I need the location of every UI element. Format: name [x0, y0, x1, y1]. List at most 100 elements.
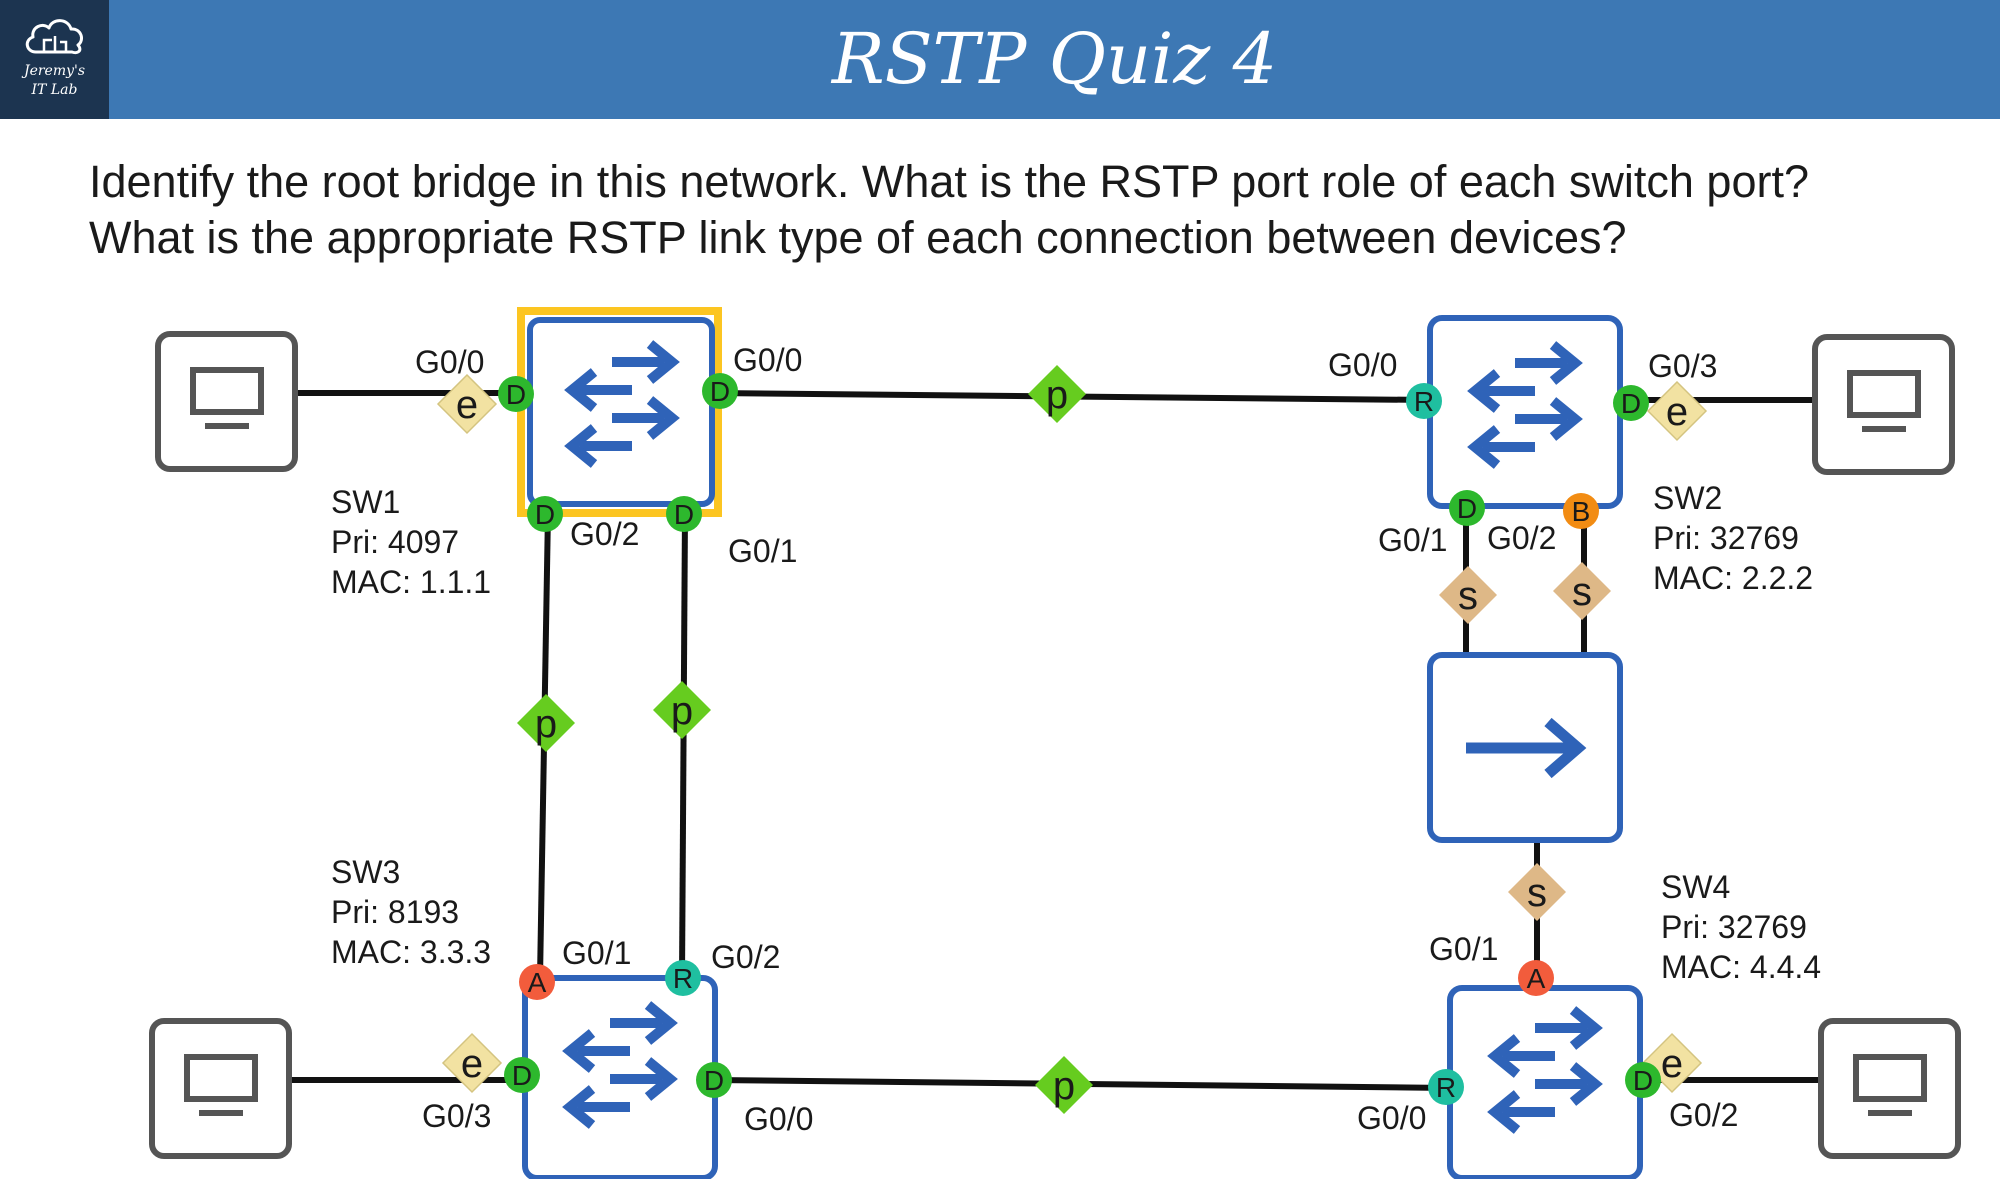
switch-priority: Pri: 32769 — [1653, 520, 1799, 556]
arrow-right-icon — [1466, 717, 1587, 779]
port-role-sw1-g00-left: D — [498, 376, 534, 412]
pc-4 — [1818, 1018, 1961, 1159]
port-label-sw2-g02: G0/2 — [1487, 520, 1556, 556]
port-role-sw2-g00: R — [1406, 383, 1442, 419]
port-role-sw3-g00: D — [696, 1062, 732, 1098]
question-line-2: What is the appropriate RSTP link type o… — [89, 212, 1627, 263]
port-role-label: D — [674, 499, 694, 530]
link-marker-sw1-sw2: p — [1028, 365, 1086, 423]
switch-name: SW1 — [331, 484, 400, 520]
port-role-sw3-g03: D — [504, 1057, 540, 1093]
link-type-label: p — [671, 689, 693, 733]
port-role-label: R — [1436, 1072, 1456, 1103]
link-marker-hub-sw4: s — [1508, 863, 1566, 921]
port-label-sw3-g01: G0/1 — [562, 935, 631, 971]
page-title: RSTP Quiz 4 — [831, 18, 1278, 100]
switch-priority: Pri: 32769 — [1661, 909, 1807, 945]
switch-mac: MAC: 3.3.3 — [331, 934, 491, 970]
link-type-label: e — [461, 1042, 483, 1086]
root-bridge-highlight — [517, 307, 722, 517]
port-role-sw1-g02: D — [527, 496, 563, 532]
sw1-info: SW1 Pri: 4097 MAC: 1.1.1 — [331, 484, 491, 600]
link-type-label: e — [1666, 390, 1688, 434]
port-role-label: B — [1572, 496, 1591, 527]
sw2-switch — [1427, 315, 1623, 509]
port-label-sw1-g00-right: G0/0 — [733, 342, 802, 378]
port-role-sw4-g02: D — [1625, 1062, 1661, 1098]
pc-3 — [149, 1018, 292, 1159]
port-role-label: A — [1527, 963, 1546, 994]
port-role-sw3-g01: A — [519, 964, 555, 1000]
logo-line-2: IT Lab — [31, 82, 78, 98]
switch-mac: MAC: 2.2.2 — [1653, 560, 1813, 596]
logo-line-1: Jeremy's — [23, 63, 86, 79]
switch-name: SW2 — [1653, 480, 1722, 516]
link-type-label: p — [535, 702, 557, 746]
port-label-sw4-g01: G0/1 — [1429, 931, 1498, 967]
port-label-sw2-g03: G0/3 — [1648, 348, 1717, 384]
link-marker-sw1-sw3-b: p — [653, 681, 711, 739]
link-type-label: s — [1458, 574, 1478, 618]
port-role-sw3-g02: R — [665, 960, 701, 996]
port-label-sw3-g02: G0/2 — [711, 939, 780, 975]
port-role-label: D — [710, 376, 730, 407]
link-marker-sw2-hub-b: s — [1553, 562, 1611, 620]
link-type-label: p — [1053, 1064, 1075, 1108]
port-role-sw2-g01: D — [1449, 490, 1485, 526]
link-marker-pc3-sw3: e — [441, 1032, 503, 1094]
sw2-info: SW2 Pri: 32769 MAC: 2.2.2 — [1653, 480, 1813, 596]
port-label-sw1-g01: G0/1 — [728, 533, 797, 569]
pc-1 — [155, 331, 298, 472]
port-label-sw2-g01: G0/1 — [1378, 522, 1447, 558]
link-type-label: s — [1527, 871, 1547, 915]
port-label-sw1-g00-left: G0/0 — [415, 344, 484, 380]
cable-sw1-sw3-b — [679, 511, 688, 979]
sw4-switch — [1447, 985, 1643, 1179]
pc-2 — [1812, 334, 1955, 475]
logo: Jeremy's IT Lab — [0, 0, 109, 119]
port-label-sw4-g00: G0/0 — [1357, 1100, 1426, 1136]
switch-name: SW4 — [1661, 869, 1730, 905]
link-type-label: p — [1046, 373, 1068, 417]
port-label-sw4-g02: G0/2 — [1669, 1097, 1738, 1133]
cloud-logo-icon — [25, 19, 83, 55]
switch-priority: Pri: 4097 — [331, 524, 459, 560]
switch-priority: Pri: 8193 — [331, 894, 459, 930]
port-role-label: D — [535, 499, 555, 530]
link-marker-pc1-sw1: e — [436, 373, 498, 435]
sw4-info: SW4 Pri: 32769 MAC: 4.4.4 — [1661, 869, 1821, 985]
port-role-sw4-g00: R — [1428, 1069, 1464, 1105]
port-role-sw2-g03: D — [1613, 385, 1649, 421]
title-banner: Jeremy's IT Lab RSTP Quiz 4 — [0, 0, 2000, 119]
port-role-label: D — [512, 1060, 532, 1091]
port-role-label: D — [506, 379, 526, 410]
port-label-sw3-g00: G0/0 — [744, 1101, 813, 1137]
switch-name: SW3 — [331, 854, 400, 890]
question-line-1: Identify the root bridge in this network… — [89, 156, 1809, 207]
link-marker-sw2-hub-a: s — [1439, 566, 1497, 624]
sw3-switch — [522, 975, 718, 1179]
port-label-sw1-g02: G0/2 — [570, 516, 639, 552]
sw3-info: SW3 Pri: 8193 MAC: 3.3.3 — [331, 854, 491, 970]
port-label-sw3-g03: G0/3 — [422, 1098, 491, 1134]
port-role-label: R — [673, 963, 693, 994]
port-role-label: R — [1414, 386, 1434, 417]
port-role-sw4-g01: A — [1518, 960, 1554, 996]
hub-device — [1427, 652, 1623, 843]
switch-mac: MAC: 1.1.1 — [331, 564, 491, 600]
port-role-label: D — [1457, 493, 1477, 524]
port-role-label: A — [528, 967, 547, 998]
link-marker-sw2-pc2: e — [1646, 380, 1708, 442]
link-type-label: e — [456, 383, 478, 427]
link-marker-sw1-sw3-a: p — [517, 694, 575, 752]
port-role-label: D — [1621, 388, 1641, 419]
sw1-switch — [517, 307, 722, 517]
port-label-sw2-g00: G0/0 — [1328, 347, 1397, 383]
port-role-label: D — [1633, 1065, 1653, 1096]
link-type-label: e — [1661, 1042, 1683, 1086]
port-role-sw1-g01: D — [666, 496, 702, 532]
switch-mac: MAC: 4.4.4 — [1661, 949, 1821, 985]
link-marker-sw3-sw4: p — [1035, 1056, 1093, 1114]
question-text: Identify the root bridge in this network… — [89, 154, 1989, 266]
